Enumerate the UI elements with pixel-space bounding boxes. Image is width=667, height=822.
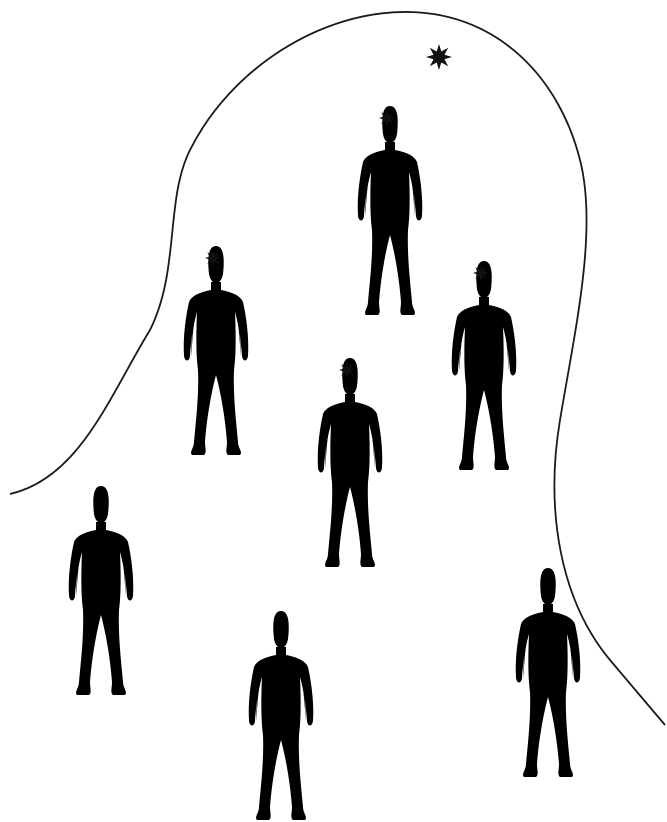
person-5 <box>69 486 134 695</box>
head-mark-icon <box>473 265 489 281</box>
head-mark-icon <box>205 250 221 266</box>
person-2 <box>184 246 249 455</box>
head-mark-icon <box>339 362 355 378</box>
person-4 <box>318 358 383 567</box>
source-star-icon <box>426 44 452 70</box>
person-7 <box>516 568 581 777</box>
person-1 <box>358 106 423 315</box>
head-mark-icon <box>379 110 395 126</box>
person-3 <box>452 261 517 470</box>
person-6 <box>249 611 314 820</box>
